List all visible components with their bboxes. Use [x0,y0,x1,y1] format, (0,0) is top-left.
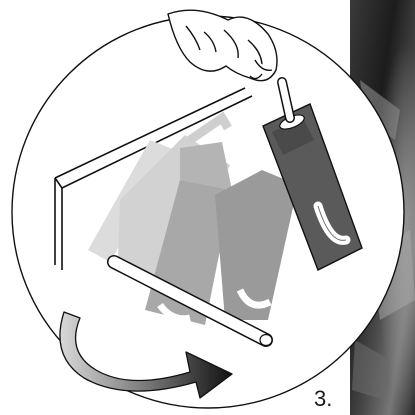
step-number: 3. [314,388,332,410]
